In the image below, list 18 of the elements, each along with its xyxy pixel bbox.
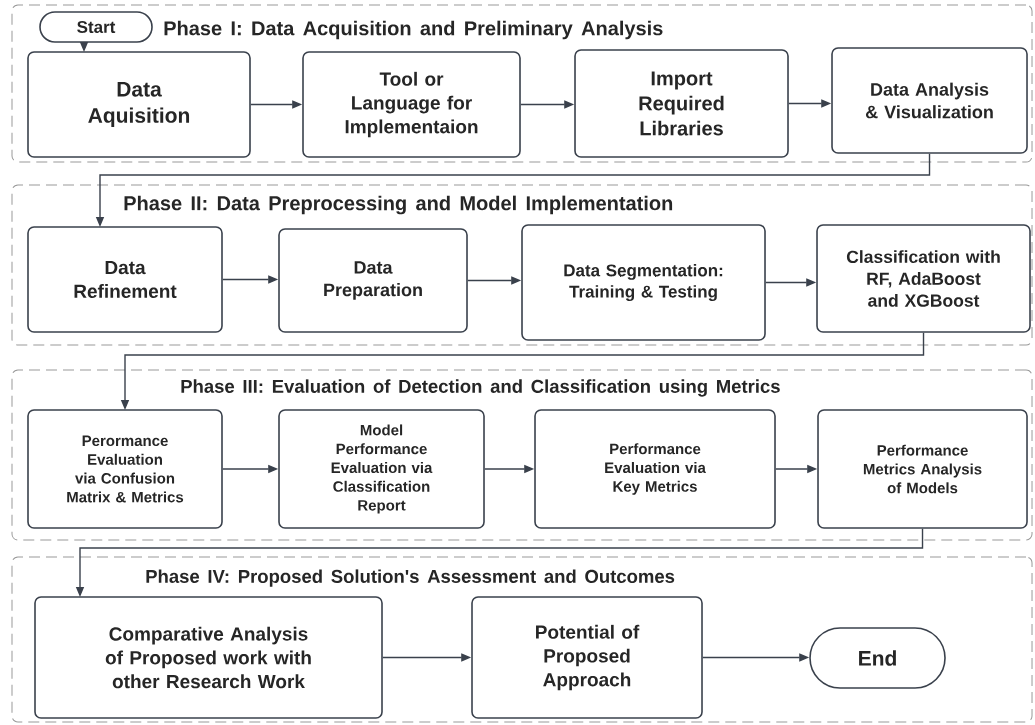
process-box: Tool or Language for Implementaion bbox=[302, 51, 521, 158]
process-box: Data Aquisition bbox=[27, 51, 251, 158]
phase-heading: Phase III: Evaluation of Detection and Classification using Metrics bbox=[181, 379, 780, 397]
process-box: Model Performance Evaluation via Classification Report bbox=[278, 409, 485, 529]
process-box: Data Analysis & Visualization bbox=[831, 47, 1028, 154]
process-box: Performance Metrics Analysis of Models bbox=[817, 409, 1028, 529]
process-box: Performance Evaluation via Key Metrics bbox=[534, 409, 776, 529]
process-box: Data Preparation bbox=[278, 228, 468, 333]
process-box: Perormance Evaluation via Confusion Matrix & Metrics bbox=[27, 409, 223, 529]
process-box: Import Required Libraries bbox=[574, 49, 789, 158]
process-box: Classification with RF, AdaBoost and XGBoost bbox=[816, 224, 1031, 333]
phase-heading: Phase II: Data Preprocessing and Model Implementation bbox=[124, 195, 673, 215]
process-box: Data Segmentation: Training & Testing bbox=[521, 224, 766, 341]
process-box: Data Refinement bbox=[27, 226, 223, 333]
phase-heading: Phase I: Data Acquisition and Preliminary Analysis bbox=[164, 20, 663, 40]
process-box: Potential of Proposed Approach bbox=[471, 596, 703, 719]
phase-heading: Phase IV: Proposed Solution's Assessment and Outcomes bbox=[146, 569, 675, 587]
process-box: Comparative Analysis of Proposed work with other Research Work bbox=[34, 596, 383, 719]
